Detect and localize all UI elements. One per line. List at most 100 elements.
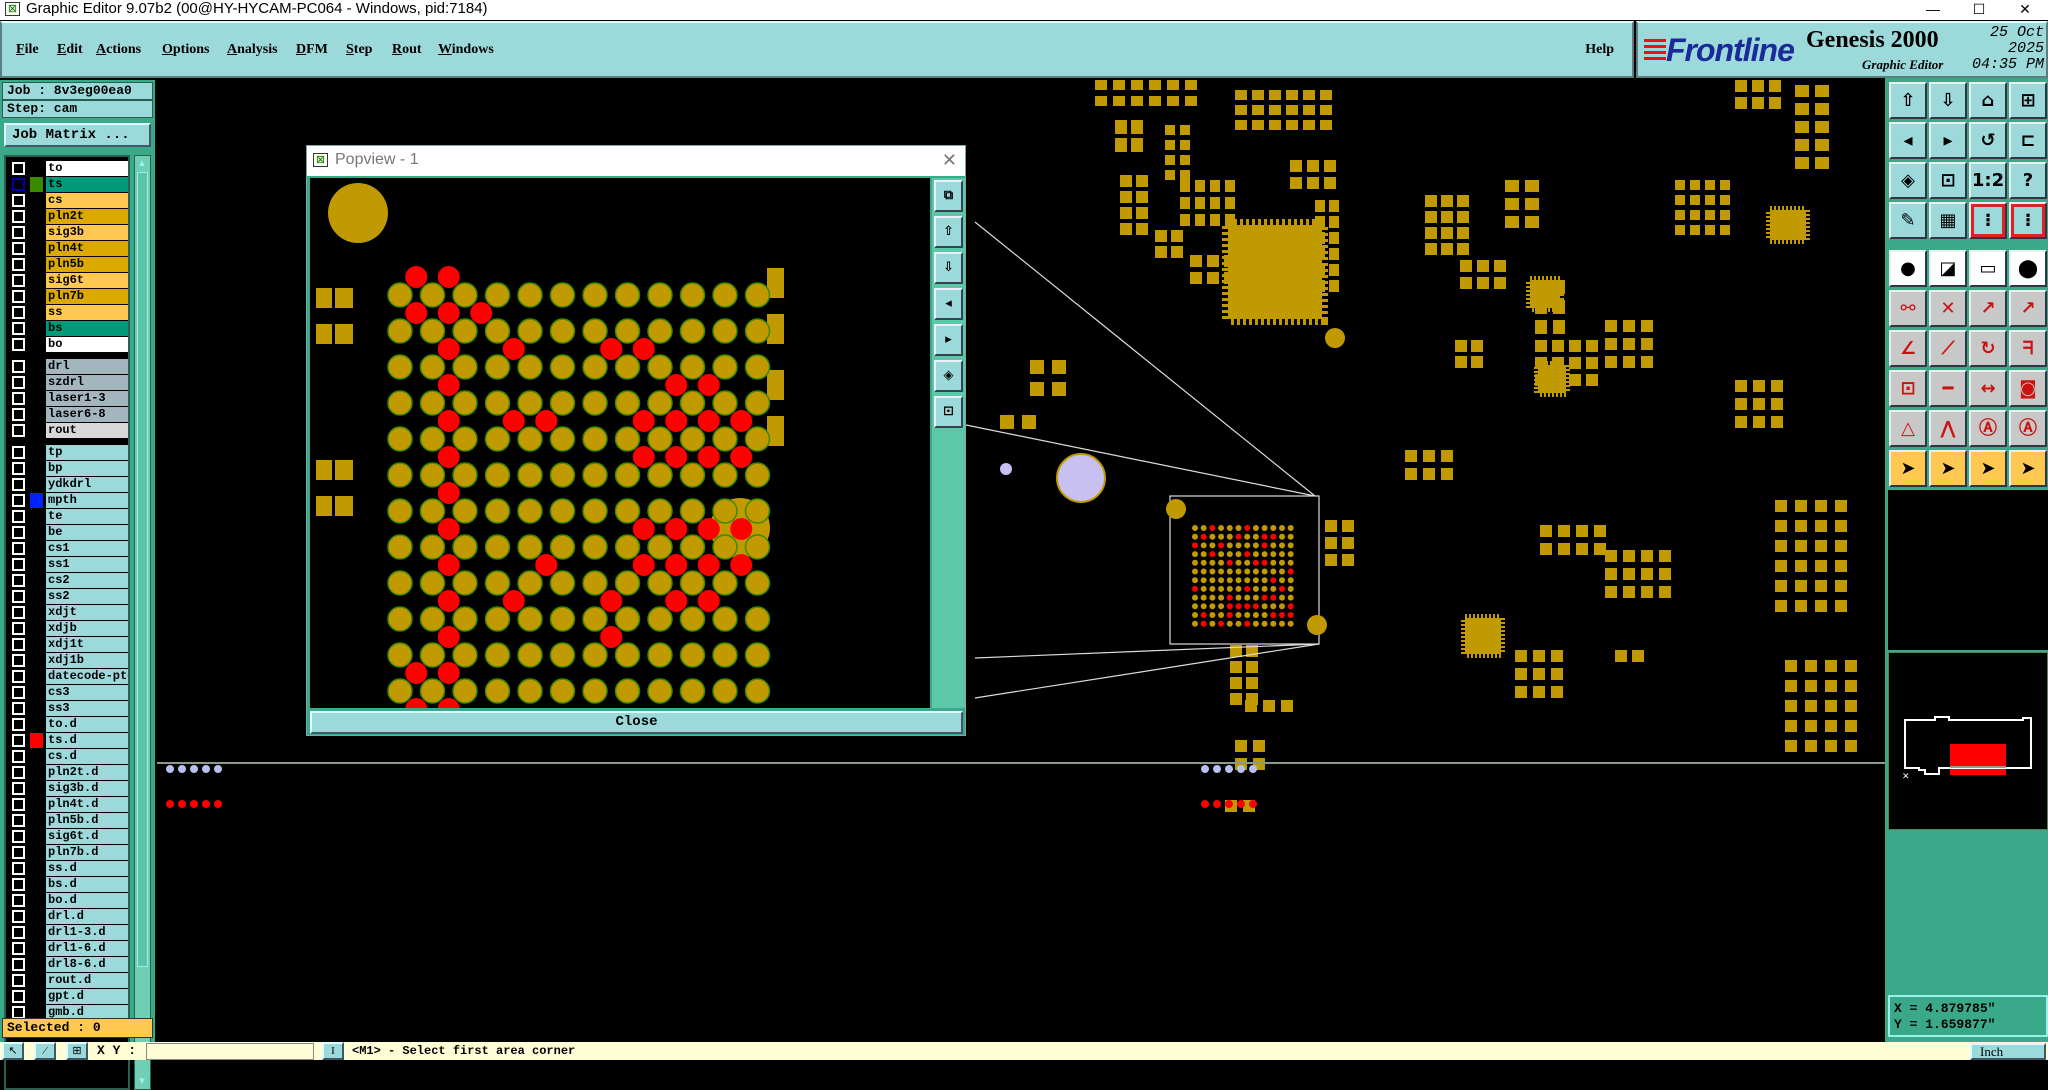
tools-icon[interactable]: ✎ [1889,202,1927,239]
layer-name[interactable]: ss2 [46,589,128,604]
triangle-fill-icon[interactable]: △ [1889,410,1927,447]
layer-name[interactable]: pln4t [46,241,128,256]
spacing-icon[interactable]: ↔ [1969,370,2007,407]
layer-name[interactable]: pln4t.d [46,797,128,812]
layer-name[interactable]: pln5b [46,257,128,272]
xy-input[interactable] [146,1043,314,1060]
zoom-center-icon[interactable]: ⊡ [1929,162,1967,199]
layer-name[interactable]: sig3b [46,225,128,240]
layer-checkbox[interactable] [12,424,25,437]
layer-checkbox[interactable] [12,718,25,731]
layer-row[interactable]: ss1 [8,557,128,572]
measure-icon[interactable]: ◪ [1929,250,1967,287]
layer-row[interactable]: pln7b.d [8,845,128,860]
arc-bar-icon[interactable]: Ⓐ [1969,410,2007,447]
graphic-canvas[interactable] [155,80,1885,1042]
layer-name[interactable]: bs.d [46,877,128,892]
netlist-top-icon[interactable]: ⁝ [1969,202,2007,239]
layer-row[interactable]: drl.d [8,909,128,924]
layer-color-swatch[interactable] [30,177,43,192]
layer-checkbox[interactable] [12,274,25,287]
contour-icon[interactable]: ◙ [2009,370,2047,407]
layer-checkbox[interactable] [12,622,25,635]
layer-name[interactable]: pln2t [46,209,128,224]
layer-name[interactable]: bp [46,461,128,476]
layer-row[interactable]: to.d [8,717,128,732]
menu-options[interactable]: Options [162,42,210,57]
close-window-button[interactable]: ✕ [2019,1,2031,17]
layer-color-swatch[interactable] [30,493,43,508]
layer-row[interactable]: datecode-pto [8,669,128,684]
layer-checkbox[interactable] [12,462,25,475]
layer-checkbox[interactable] [12,590,25,603]
layer-checkbox[interactable] [12,846,25,859]
ruler-icon[interactable]: ▭ [1969,250,2007,287]
scroll-up-icon[interactable]: ▲ [137,158,147,169]
layer-name[interactable]: ss1 [46,557,128,572]
layer-row[interactable]: xdjt [8,605,128,620]
layer-list-scrollbar[interactable]: ▲ ▼ [134,155,151,1090]
layer-checkbox[interactable] [12,306,25,319]
pan-right-icon[interactable]: ▸ [1929,122,1967,159]
pointer-icon[interactable]: ➤ [1889,450,1927,487]
layer-checkbox[interactable] [12,638,25,651]
menu-help[interactable]: Help [1585,42,1614,57]
layer-checkbox[interactable] [12,242,25,255]
layer-checkbox[interactable] [12,210,25,223]
layer-row[interactable]: drl [8,359,128,374]
layer-row[interactable]: gmb.d [8,1005,128,1020]
layer-name[interactable]: cs.d [46,749,128,764]
layer-row[interactable]: pln7b [8,289,128,304]
menu-analysis[interactable]: Analysis [227,42,278,57]
fit-icon[interactable]: ◈ [934,360,963,392]
menu-file[interactable]: File [16,42,39,57]
layer-row[interactable]: sig3b.d [8,781,128,796]
layer-row[interactable]: te [8,509,128,524]
popview-close-button[interactable]: Close [310,711,963,734]
zoom-out-layer-icon[interactable]: ⇩ [1929,82,1967,119]
layer-name[interactable]: pln5b.d [46,813,128,828]
scale-1-2-icon[interactable]: 1:2 [1969,162,2007,199]
layer-name[interactable]: pln2t.d [46,765,128,780]
layer-checkbox[interactable] [12,798,25,811]
xy-window-icon[interactable]: ⊞ [2009,82,2047,119]
connect-icon[interactable]: ⚯ [1889,290,1927,327]
break-icon[interactable]: ━ [1929,370,1967,407]
layer-checkbox[interactable] [12,290,25,303]
scroll-down-icon[interactable]: ▼ [137,1076,147,1087]
layer-name[interactable]: laser6-8 [46,407,128,422]
copy-icon[interactable]: ↗ [2009,290,2047,327]
rotate-icon[interactable]: ↻ [1969,330,2007,367]
zoom-in-icon[interactable]: ⇧ [934,216,963,248]
layer-name[interactable]: ts [46,177,128,192]
layer-checkbox[interactable] [12,686,25,699]
layer-checkbox[interactable] [12,910,25,923]
layer-row[interactable]: bs.d [8,877,128,892]
minimize-button[interactable]: — [1926,1,1940,17]
layer-name[interactable]: mpth [46,493,128,508]
layer-name[interactable]: drl1-3.d [46,925,128,940]
layer-name[interactable]: to [46,161,128,176]
layer-name[interactable]: gpt.d [46,989,128,1004]
layer-row[interactable]: ts.d [8,733,128,748]
layer-checkbox[interactable] [12,942,25,955]
popview-close-icon[interactable]: ✕ [941,150,957,171]
layer-row[interactable]: pln2t.d [8,765,128,780]
layer-name[interactable]: bs [46,321,128,336]
layer-row[interactable]: cs1 [8,541,128,556]
pan-left-icon[interactable]: ◂ [934,288,963,320]
scroll-thumb[interactable] [137,172,148,967]
layer-row[interactable]: bs [8,321,128,336]
move-icon[interactable]: ↗ [1969,290,2007,327]
layer-checkbox[interactable] [12,376,25,389]
layer-checkbox[interactable] [12,814,25,827]
home-icon[interactable]: ⌂ [1969,82,2007,119]
layer-row[interactable]: drl8-6.d [8,957,128,972]
layer-color-swatch[interactable] [30,733,43,748]
layer-checkbox[interactable] [12,392,25,405]
layer-name[interactable]: pln7b.d [46,845,128,860]
layer-row[interactable]: sig3b [8,225,128,240]
popview-canvas[interactable] [310,178,930,708]
layer-row[interactable]: cs [8,193,128,208]
layer-name[interactable]: ss [46,305,128,320]
